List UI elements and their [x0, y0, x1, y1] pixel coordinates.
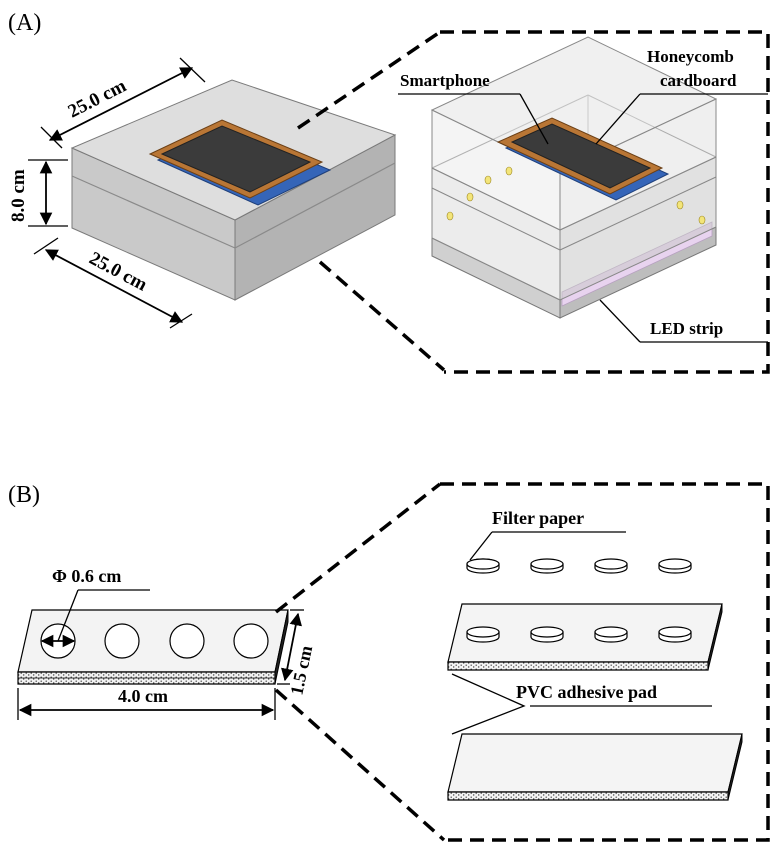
seated-disc [530, 626, 564, 638]
seated-disc [466, 626, 500, 638]
dim-diameter-label: Φ 0.6 cm [52, 566, 121, 586]
callout-pvc: PVC adhesive pad [516, 682, 657, 702]
callout-filter: Filter paper [492, 508, 584, 528]
led-dot [698, 215, 706, 225]
dim-arrow-width [48, 67, 194, 141]
dim-height-label: 8.0 cm [8, 169, 29, 222]
layer-side [707, 603, 723, 671]
dim-length-label: 4.0 cm [118, 686, 168, 706]
transparent-box [430, 36, 718, 319]
panel-b-label: (B) [8, 482, 40, 508]
callout-led: LED strip [650, 319, 723, 338]
pad-side [727, 733, 743, 801]
box-lid-seam-front [71, 175, 236, 249]
callout-leader-honeycomb [595, 93, 641, 145]
panel-b: (B) Φ 0.6 cm 4.0 cm 1.5 cm [8, 482, 770, 842]
led-dot [446, 211, 454, 221]
zoom-connector-top-b [274, 482, 442, 614]
led-dot [505, 166, 513, 176]
led-dot [466, 192, 474, 202]
filter-disc [658, 558, 692, 570]
callout-smartphone: Smartphone [400, 71, 490, 90]
strip-hole [233, 623, 269, 659]
pvc-pad-layer [447, 733, 743, 801]
callout-honeycomb-1: Honeycomb [647, 47, 734, 66]
phone-screen [160, 125, 312, 193]
callout-leader-filter [469, 531, 493, 561]
pad-front [447, 791, 729, 801]
led-dot [484, 175, 492, 185]
zoom-connector-bottom-b [274, 688, 446, 842]
dim-leader-diameter [57, 589, 79, 642]
dim-arrow-depth [44, 249, 184, 323]
filter-disc [466, 558, 500, 570]
filter-disc [594, 558, 628, 570]
seated-disc [594, 626, 628, 638]
dim-arrow-strip-width [281, 612, 302, 682]
top-layer-with-discs [447, 603, 723, 671]
box-lid-seam-side [234, 162, 396, 249]
callout-leader-pvc [451, 673, 526, 735]
wall-seam-front [431, 187, 561, 251]
strip-hole [169, 623, 205, 659]
wall-seam-side [559, 176, 717, 251]
layer-front [447, 661, 709, 671]
seated-disc [658, 626, 692, 638]
zoom-frame-a [440, 30, 770, 374]
zoom-connector-bottom [318, 260, 446, 372]
callout-leader-smartphone [519, 93, 549, 145]
panel-a-label: (A) [8, 10, 41, 36]
panel-a: (A) 25.0 cm 8.0 cm 25.0 cm [8, 10, 770, 374]
zoom-connector-top [297, 30, 441, 130]
filter-paper-discs [466, 558, 692, 574]
zoom-frame-b [440, 482, 770, 842]
pad-top [447, 733, 743, 793]
led-dot [676, 200, 684, 210]
callout-leader-led [599, 299, 641, 343]
callout-honeycomb-2: cardboard [660, 71, 737, 90]
strip-hole [104, 623, 140, 659]
filter-disc [530, 558, 564, 570]
test-strip [17, 609, 289, 685]
